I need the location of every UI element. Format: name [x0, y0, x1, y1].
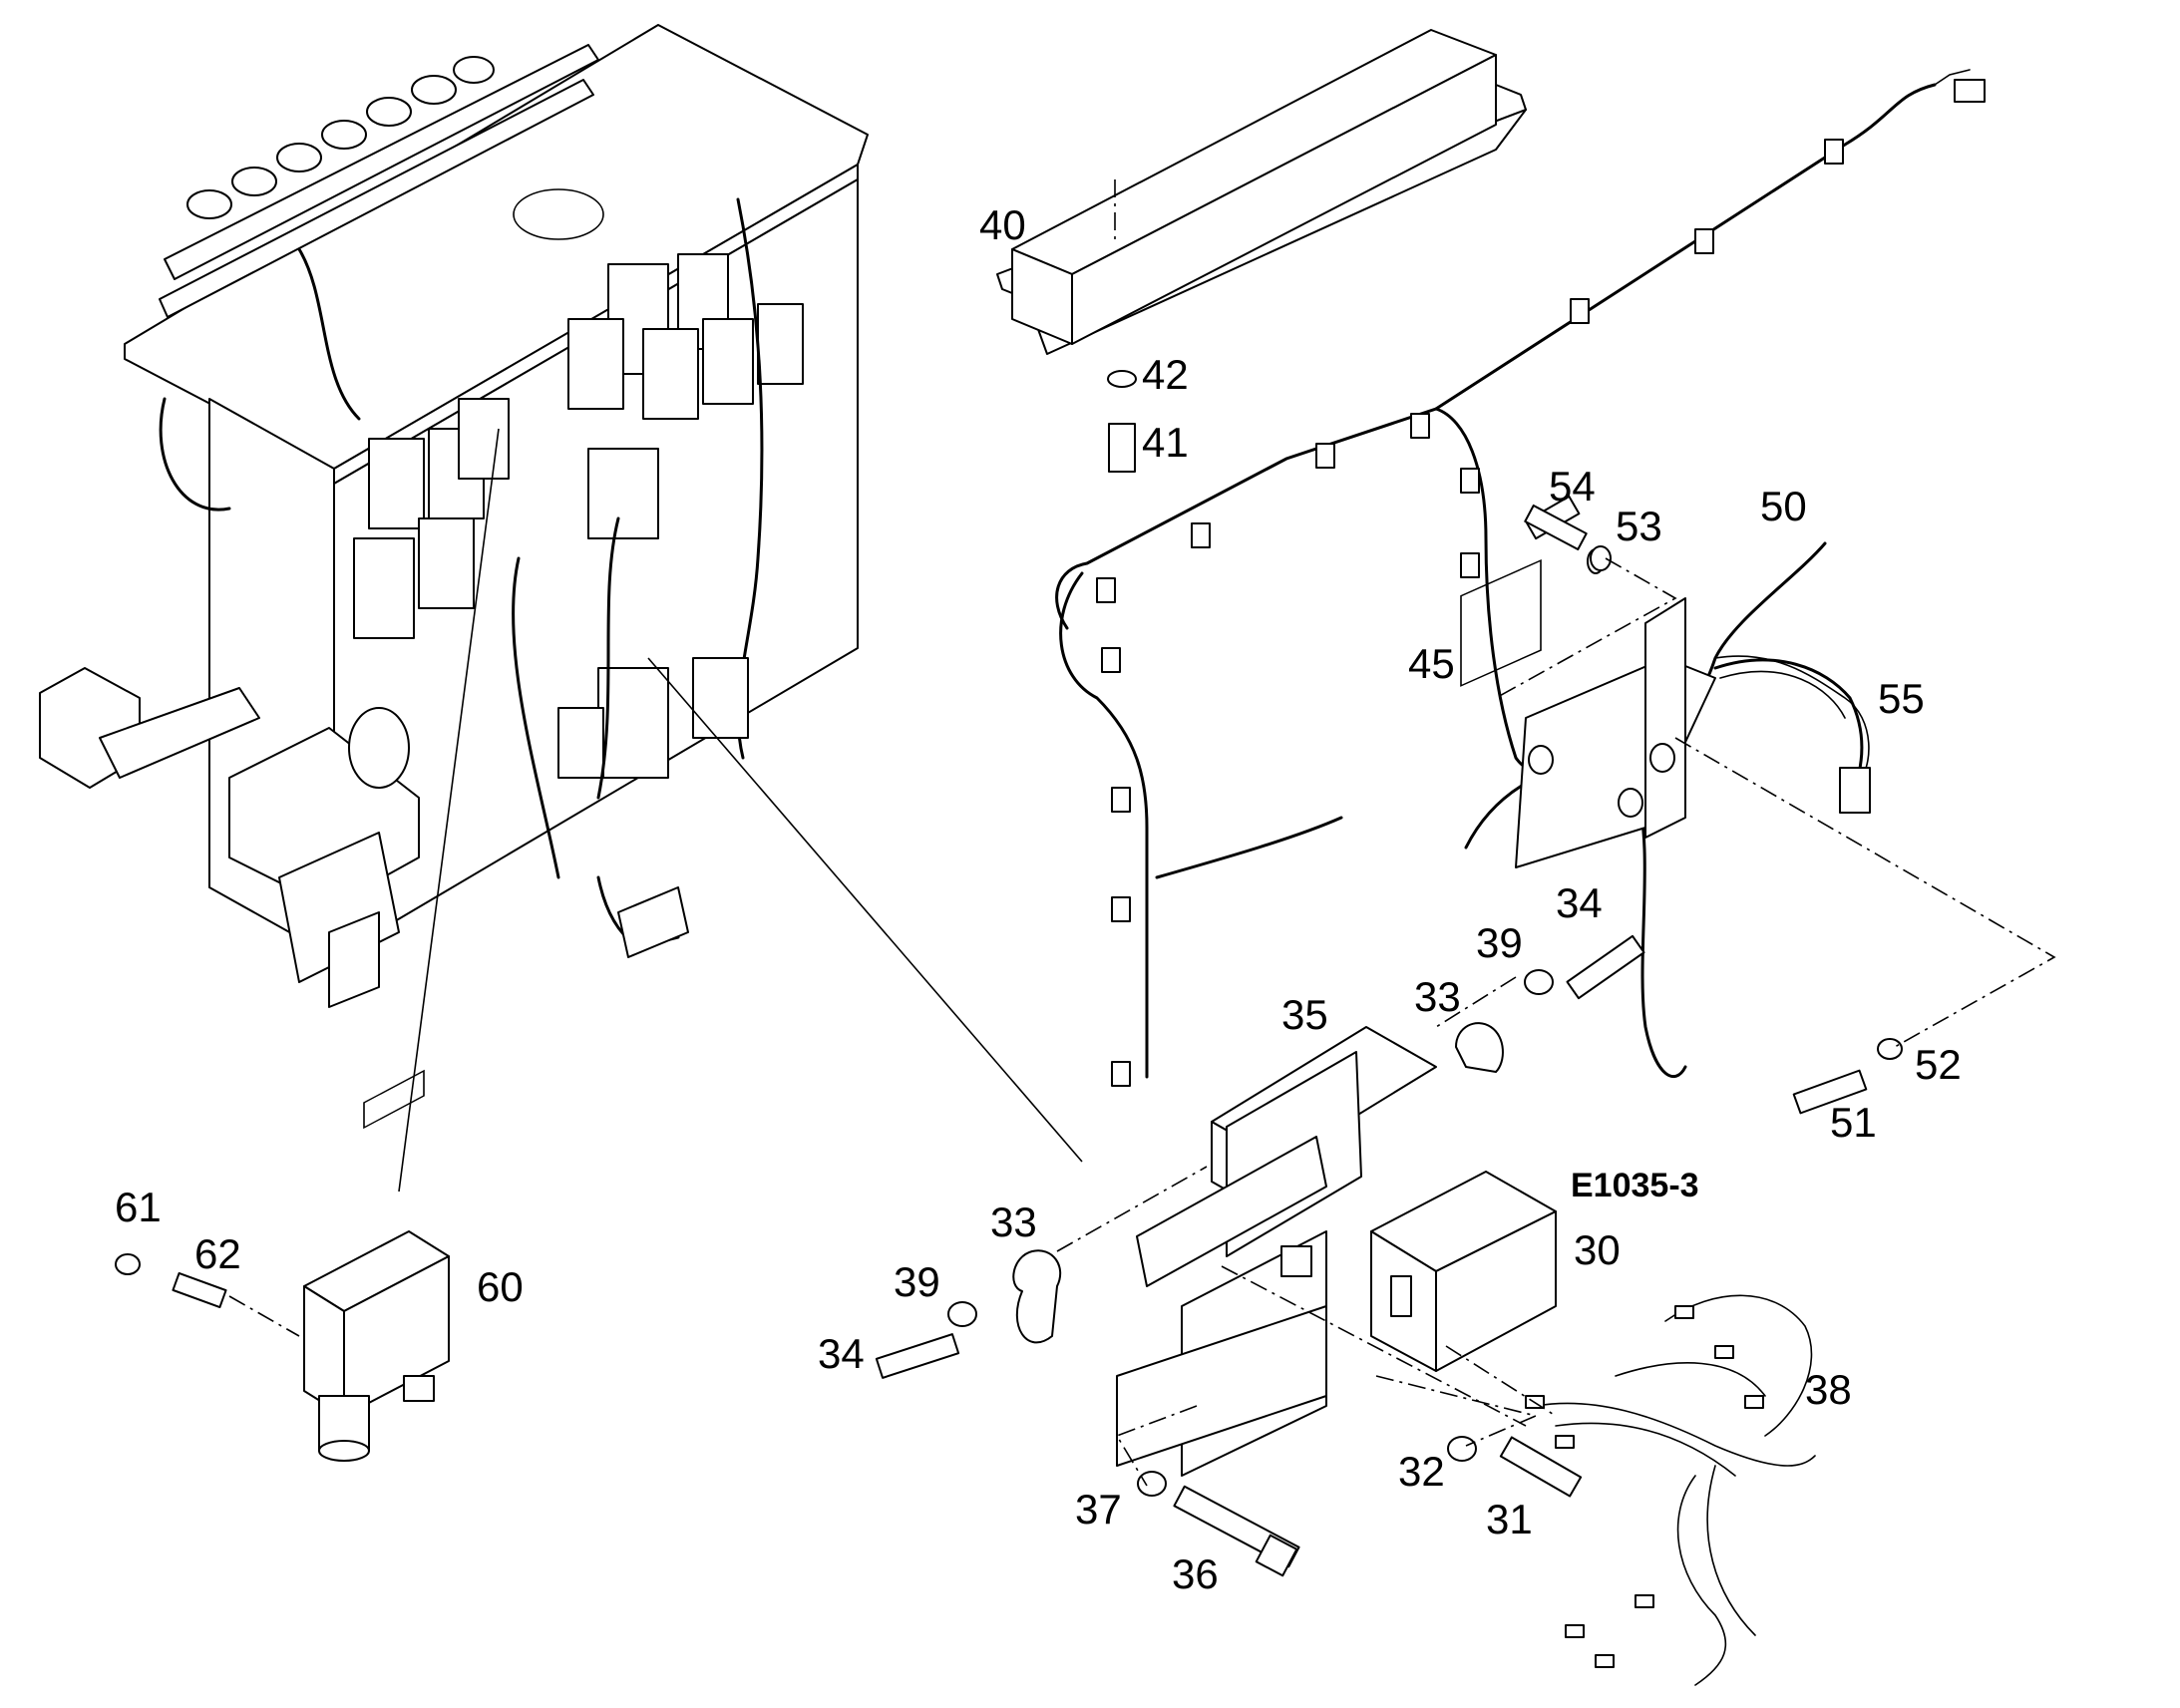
callout-31: 31 — [1486, 1496, 1533, 1542]
callout-labels: 30 31 32 33 33 34 34 35 36 37 38 39 39 4… — [115, 201, 1962, 1597]
callout-35: 35 — [1281, 991, 1328, 1038]
drawing-code: E1035-3 — [1571, 1167, 1699, 1204]
top-fitting-row — [186, 56, 495, 219]
solenoid-valve-group-lower — [348, 398, 669, 789]
callout-45: 45 — [1408, 640, 1455, 687]
clamp-part-33-upper — [1455, 1022, 1504, 1073]
callout-36: 36 — [1172, 1550, 1219, 1597]
callout-38: 38 — [1805, 1366, 1852, 1413]
solenoid-valve-group-upper — [567, 253, 804, 420]
cable-part-55 — [1713, 658, 1871, 814]
callout-33-lower: 33 — [990, 1198, 1037, 1245]
callout-61: 61 — [115, 1184, 162, 1230]
callout-40: 40 — [979, 201, 1026, 248]
callout-55: 55 — [1878, 675, 1925, 722]
leader-line-30 — [647, 657, 1083, 1163]
callout-52: 52 — [1915, 1041, 1962, 1088]
wiring-harness-part-45 — [1055, 69, 1986, 1087]
leader-line-60 — [398, 428, 500, 1193]
module-part-60 — [303, 1069, 450, 1462]
callout-30: 30 — [1574, 1226, 1621, 1273]
clamp-part-33-lower — [1012, 1249, 1062, 1344]
callout-62: 62 — [194, 1230, 241, 1277]
callout-39-upper: 39 — [1476, 919, 1523, 966]
callout-54: 54 — [1549, 463, 1596, 510]
assembly-dash-lines — [228, 557, 2056, 1487]
callout-33-upper: 33 — [1414, 973, 1461, 1020]
main-frame-assembly — [39, 24, 869, 1008]
callout-39-lower: 39 — [894, 1258, 940, 1305]
fastener-parts — [115, 504, 1903, 1577]
bracket-part-50 — [1515, 495, 1716, 868]
cable-set-part-38 — [1525, 1294, 1816, 1686]
callout-50: 50 — [1760, 483, 1807, 529]
control-box-part-30 — [1370, 558, 1557, 1372]
callout-60: 60 — [477, 1263, 524, 1310]
callout-53: 53 — [1616, 503, 1662, 549]
callout-32: 32 — [1398, 1448, 1445, 1495]
mounting-bracket-part-35 — [1116, 1026, 1437, 1477]
callout-42: 42 — [1142, 351, 1189, 398]
callout-34-lower: 34 — [818, 1330, 865, 1377]
cover-part-40 — [996, 29, 1527, 473]
callout-41: 41 — [1142, 419, 1189, 466]
callout-51: 51 — [1830, 1099, 1877, 1146]
callout-34-upper: 34 — [1556, 879, 1603, 926]
callout-37: 37 — [1075, 1486, 1122, 1533]
